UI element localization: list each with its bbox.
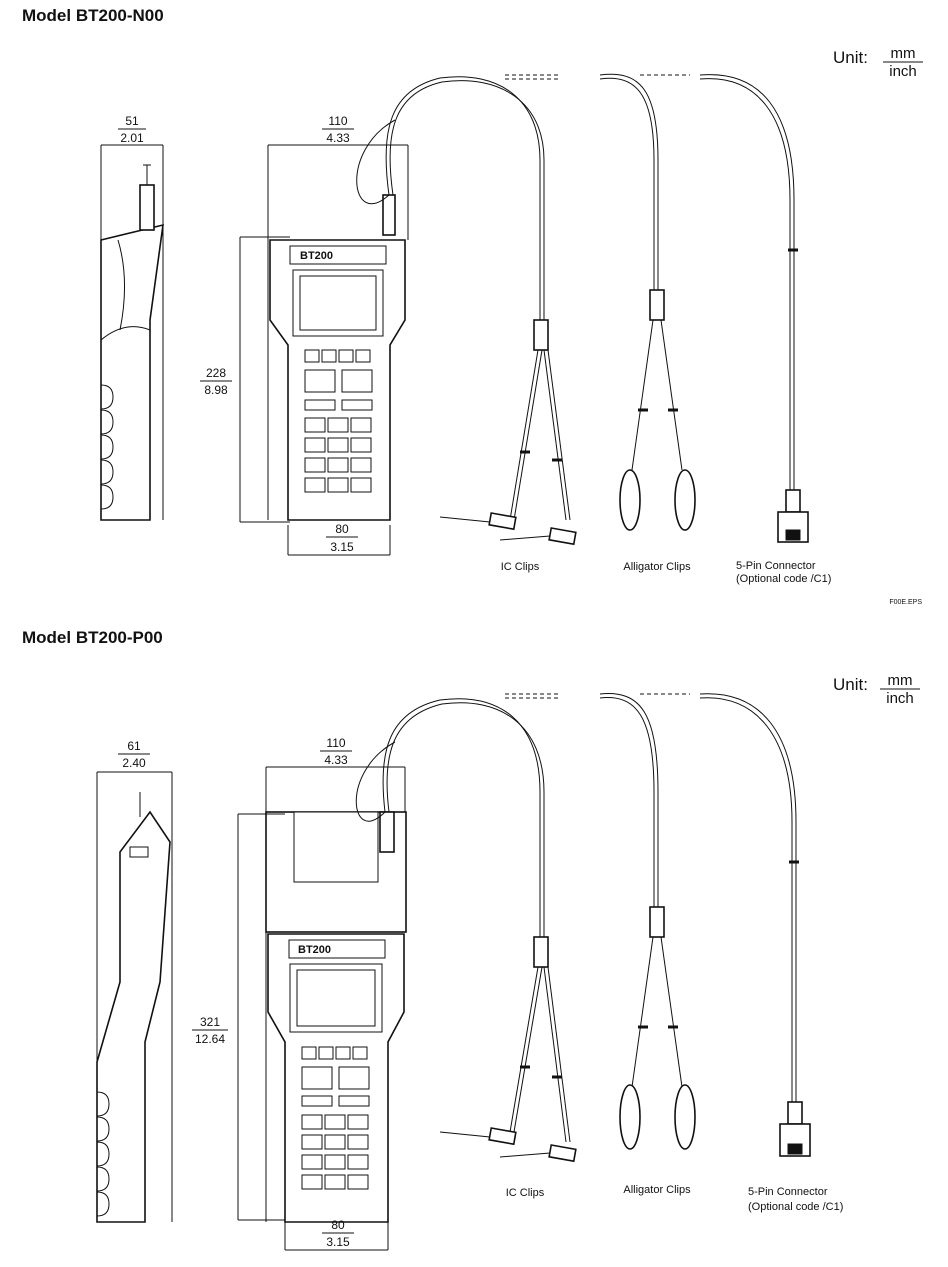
ic-clips: IC Clips bbox=[439, 319, 577, 573]
drawing-bt200-p00: Unit: mm inch 61 2.40 bbox=[96, 672, 920, 1251]
dim-front-width: 110 4.33 bbox=[320, 736, 352, 767]
svg-text:3.15: 3.15 bbox=[326, 1235, 350, 1249]
cable-loop bbox=[356, 74, 560, 320]
svg-text:(Optional code /C1): (Optional code /C1) bbox=[736, 573, 831, 585]
svg-text:inch: inch bbox=[886, 690, 914, 707]
dim-front-width: 110 4.33 bbox=[322, 114, 354, 145]
svg-text:4.33: 4.33 bbox=[324, 753, 348, 767]
five-pin-connector: 5-Pin Connector (Optional code /C1) bbox=[699, 693, 843, 1213]
svg-text:(Optional code /C1): (Optional code /C1) bbox=[748, 1201, 843, 1213]
panel-bt200-p00: Model BT200-P00 Unit: mm inch 61 2.40 bbox=[0, 622, 948, 1262]
svg-text:110: 110 bbox=[328, 114, 347, 128]
svg-text:321: 321 bbox=[200, 1015, 220, 1029]
svg-text:Unit:: Unit: bbox=[833, 675, 868, 694]
side-view bbox=[100, 144, 164, 521]
svg-text:IC Clips: IC Clips bbox=[506, 1187, 545, 1199]
keypad bbox=[304, 349, 373, 493]
svg-text:80: 80 bbox=[335, 522, 349, 536]
svg-text:Unit:: Unit: bbox=[833, 48, 868, 67]
cable-loop bbox=[355, 693, 560, 937]
svg-text:5-Pin Connector: 5-Pin Connector bbox=[748, 1186, 828, 1198]
alligator-clips: Alligator Clips bbox=[599, 693, 696, 1196]
svg-text:BT200: BT200 bbox=[298, 944, 331, 956]
svg-text:BT200: BT200 bbox=[300, 250, 333, 262]
front-view: BT200 bbox=[265, 766, 407, 1223]
model-title: Model BT200-N00 bbox=[22, 6, 164, 25]
ic-clips: IC Clips bbox=[439, 936, 577, 1199]
svg-text:Alligator Clips: Alligator Clips bbox=[623, 561, 691, 573]
svg-text:5-Pin Connector: 5-Pin Connector bbox=[736, 560, 816, 572]
figure-code: F00E.EPS bbox=[889, 599, 922, 606]
dim-bottom-width: 80 3.15 bbox=[287, 522, 391, 556]
svg-text:61: 61 bbox=[127, 739, 141, 753]
svg-text:8.98: 8.98 bbox=[204, 383, 228, 397]
svg-text:2.01: 2.01 bbox=[120, 131, 144, 145]
svg-text:mm: mm bbox=[888, 672, 913, 689]
svg-text:Alligator Clips: Alligator Clips bbox=[623, 1184, 691, 1196]
keypad bbox=[301, 1046, 370, 1190]
unit-label: Unit: mm inch bbox=[833, 672, 920, 707]
dim-height: 228 8.98 bbox=[200, 236, 290, 523]
svg-text:mm: mm bbox=[891, 45, 916, 62]
panel-bt200-n00: Model BT200-N00 Unit: mm inch 51 bbox=[0, 0, 948, 618]
svg-text:4.33: 4.33 bbox=[326, 131, 350, 145]
dim-bottom-width: 80 3.15 bbox=[284, 1218, 389, 1251]
unit-label: Unit: mm inch bbox=[833, 45, 923, 80]
model-title: Model BT200-P00 bbox=[22, 628, 163, 647]
svg-text:2.40: 2.40 bbox=[122, 756, 146, 770]
svg-text:51: 51 bbox=[125, 114, 139, 128]
dim-side-width: 51 2.01 bbox=[118, 114, 146, 145]
svg-text:3.15: 3.15 bbox=[330, 540, 354, 554]
dim-height: 321 12.64 bbox=[192, 813, 285, 1221]
svg-text:80: 80 bbox=[331, 1218, 345, 1232]
svg-text:228: 228 bbox=[206, 366, 226, 380]
drawing-bt200-n00: Unit: mm inch 51 2.01 bbox=[100, 45, 923, 606]
svg-text:inch: inch bbox=[889, 63, 917, 80]
svg-text:IC Clips: IC Clips bbox=[501, 561, 540, 573]
alligator-clips: Alligator Clips bbox=[599, 73, 696, 573]
svg-text:110: 110 bbox=[326, 736, 345, 750]
side-view bbox=[96, 771, 173, 1223]
svg-text:12.64: 12.64 bbox=[195, 1032, 225, 1046]
front-view: BT200 bbox=[267, 144, 409, 521]
five-pin-connector: 5-Pin Connector (Optional code /C1) bbox=[699, 74, 831, 585]
dim-side-width: 61 2.40 bbox=[118, 739, 150, 770]
